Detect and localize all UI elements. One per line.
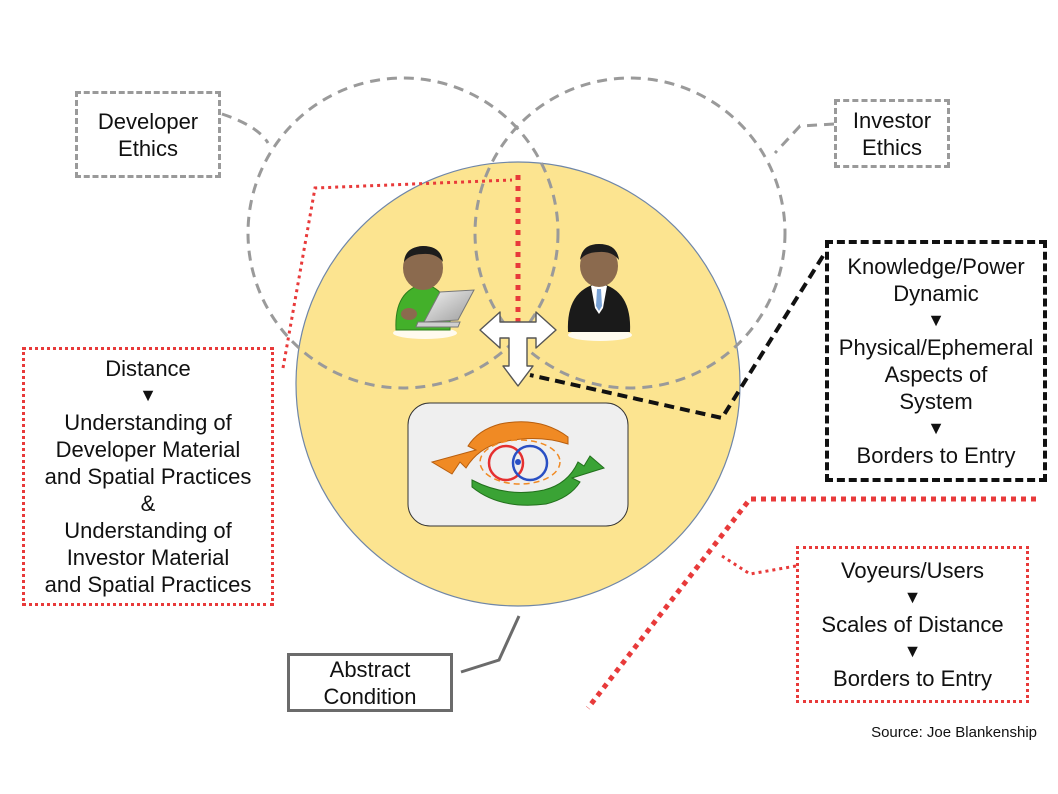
down-arrow-icon: ▼ bbox=[139, 385, 157, 405]
abstract-condition-line1: Abstract bbox=[329, 656, 411, 682]
investor-understanding-line2: Investor Material bbox=[66, 545, 230, 570]
down-arrow-icon: ▼ bbox=[903, 587, 922, 607]
developer-ethics-connector bbox=[221, 112, 270, 144]
borders-to-entry-label: Borders to Entry bbox=[833, 666, 992, 691]
developer-understanding-line2: Developer Material bbox=[55, 437, 241, 462]
physical-ephemeral-line1: Physical/Ephemeral bbox=[838, 335, 1034, 360]
knowledge-power-box: Knowledge/Power Dynamic ▼ Physical/Ephem… bbox=[825, 240, 1047, 482]
developer-ethics-label-line1: Developer bbox=[97, 108, 199, 134]
distance-title: Distance bbox=[105, 356, 191, 381]
down-arrow-icon: ▼ bbox=[927, 418, 945, 438]
abstract-condition-connector bbox=[460, 615, 521, 674]
source-credit: Source: Joe Blankenship bbox=[871, 724, 1037, 741]
investor-figure-icon bbox=[567, 244, 632, 341]
down-arrow-icon: ▼ bbox=[927, 310, 945, 330]
developer-figure-icon bbox=[393, 246, 475, 339]
investor-ethics-label-line2: Ethics bbox=[862, 134, 922, 160]
voyeurs-users-label: Voyeurs/Users bbox=[840, 558, 985, 583]
developer-ethics-box: Developer Ethics bbox=[75, 91, 221, 178]
investor-ethics-box: Investor Ethics bbox=[834, 99, 950, 168]
developer-understanding-line3: and Spatial Practices bbox=[44, 464, 252, 489]
investor-understanding-line1: Understanding of bbox=[64, 518, 232, 543]
cycle-arrows-icon bbox=[430, 421, 606, 506]
scales-of-distance-label: Scales of Distance bbox=[821, 612, 1004, 637]
ampersand: & bbox=[140, 491, 156, 516]
voyeurs-users-box: Voyeurs/Users ▼ Scales of Distance ▼ Bor… bbox=[796, 546, 1029, 703]
abstract-condition-line2: Condition bbox=[323, 683, 417, 709]
distance-connector bbox=[281, 178, 513, 369]
knowledge-power-line2: Dynamic bbox=[893, 281, 979, 306]
investor-ethics-circle bbox=[473, 76, 787, 390]
distance-box: Distance ▼ Understanding of Developer Ma… bbox=[22, 347, 274, 606]
knowledge-power-line1: Knowledge/Power bbox=[847, 254, 1025, 279]
voyeurs-connector bbox=[721, 554, 797, 576]
physical-ephemeral-line2: Aspects of bbox=[884, 362, 988, 387]
physical-ephemeral-line3: System bbox=[899, 389, 973, 414]
borders-to-entry-label: Borders to Entry bbox=[856, 443, 1016, 468]
four-way-arrow-icon bbox=[479, 311, 557, 387]
developer-ethics-circle bbox=[246, 76, 560, 390]
investor-ethics-label-line1: Investor bbox=[852, 107, 932, 133]
abstract-condition-box: Abstract Condition bbox=[287, 653, 453, 712]
voyeurs-boundary-line bbox=[586, 496, 1036, 710]
down-arrow-icon: ▼ bbox=[903, 641, 922, 661]
investor-understanding-line3: and Spatial Practices bbox=[44, 572, 252, 597]
developer-ethics-label-line2: Ethics bbox=[118, 135, 178, 161]
developer-understanding-line1: Understanding of bbox=[64, 410, 232, 435]
knowledge-connector bbox=[529, 254, 825, 421]
investor-ethics-connector bbox=[773, 122, 835, 155]
